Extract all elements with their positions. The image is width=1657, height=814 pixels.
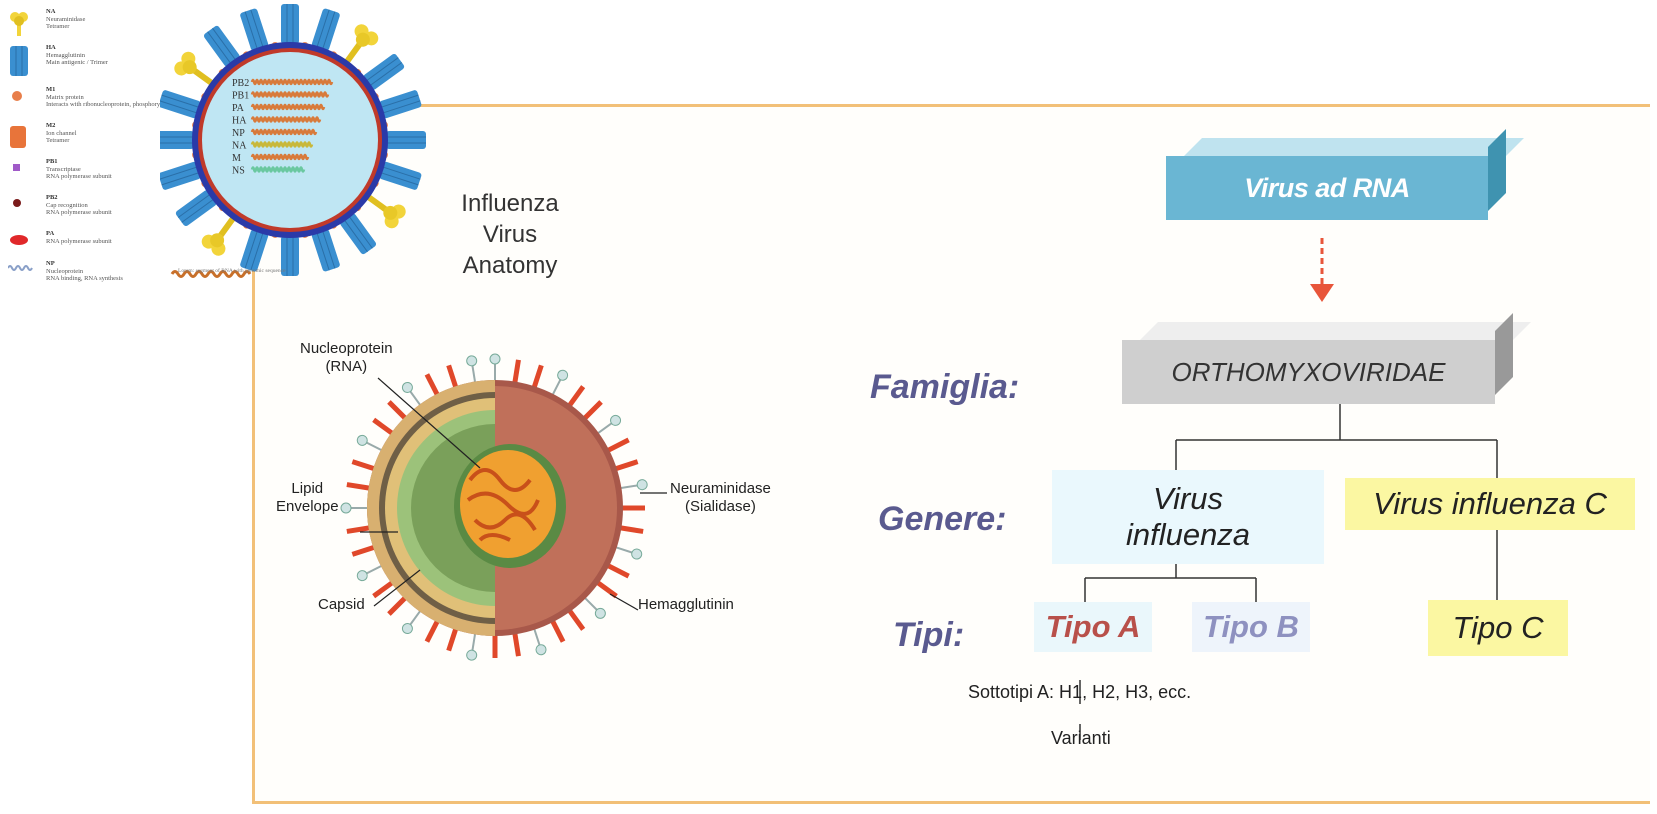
variants-text: Varianti — [1051, 728, 1111, 749]
family-name: ORTHOMYXOVIRIDAE — [1122, 340, 1495, 404]
genus-influenza-c-box: Virus influenza C — [1345, 478, 1635, 530]
type-a-box: Tipo A — [1034, 602, 1152, 652]
genus-influenza-box: Virus influenza — [1052, 470, 1324, 564]
type-b-box: Tipo B — [1192, 602, 1310, 652]
arrow-down-icon — [1310, 284, 1334, 302]
subtypes-text: Sottotipi A: H1, H2, H3, ecc. — [968, 682, 1191, 703]
family-row-label: Famiglia: — [870, 368, 1019, 407]
type-c-box: Tipo C — [1428, 600, 1568, 656]
types-row-label: Tipi: — [893, 616, 964, 655]
genus-row-label: Genere: — [878, 500, 1007, 539]
rna-virus-label: Virus ad RNA — [1166, 156, 1488, 220]
